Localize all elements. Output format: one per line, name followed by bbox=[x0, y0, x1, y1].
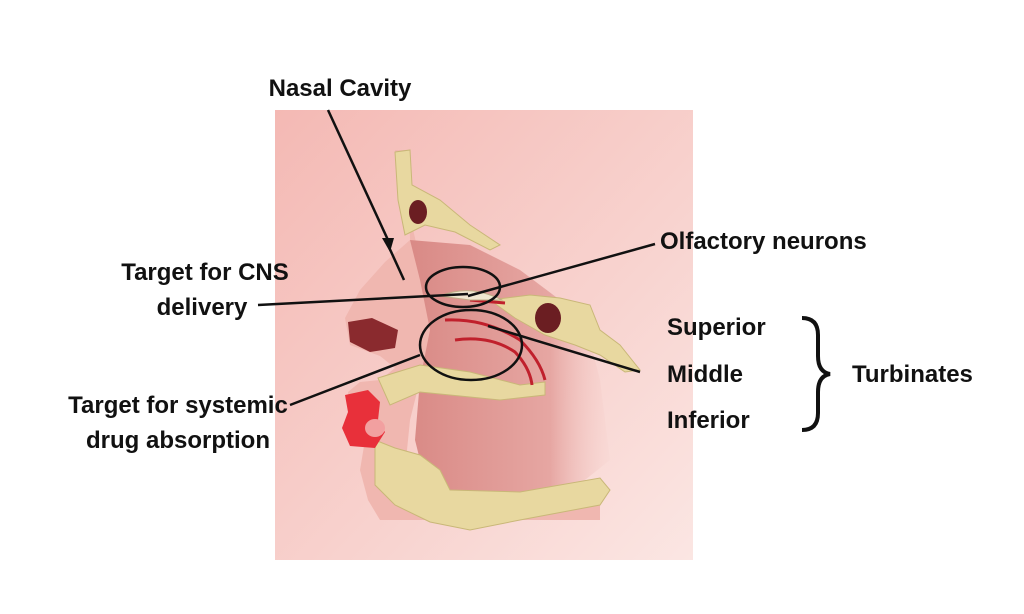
cns-target-label-line1: Target for CNS bbox=[121, 259, 289, 286]
lip-highlight bbox=[365, 419, 385, 437]
nasal-cavity-region-pointer bbox=[386, 244, 406, 281]
annotation-lines bbox=[257, 109, 656, 407]
face-profile bbox=[345, 150, 600, 520]
nasal-cavity-label: Nasal Cavity bbox=[269, 75, 412, 102]
inferior-turbinate-label: Inferior bbox=[667, 407, 750, 434]
frontal-sinus bbox=[409, 200, 427, 224]
turbinates-label: Turbinates bbox=[852, 361, 973, 388]
nasal-cavity-pointer bbox=[326, 109, 390, 241]
turbinates-brace bbox=[801, 316, 831, 432]
systemic-pointer bbox=[289, 353, 421, 407]
palate-bone bbox=[377, 364, 546, 406]
superior-turbinate-label: Superior bbox=[667, 314, 766, 341]
frontal-bone bbox=[394, 149, 501, 251]
cns-target-label-line2: delivery bbox=[157, 294, 248, 321]
sphenoid-bone bbox=[488, 294, 641, 373]
sphenoid-sinus bbox=[535, 303, 561, 333]
olfactory-neurons-label: Olfactory neurons bbox=[660, 228, 867, 255]
systemic-target-label-line2: drug absorption bbox=[86, 427, 270, 454]
jaw-bone bbox=[374, 439, 611, 531]
turbinate-pointer bbox=[487, 324, 641, 374]
systemic-target-label-line1: Target for systemic bbox=[68, 392, 288, 419]
cns-pointer bbox=[257, 292, 469, 307]
nostril bbox=[348, 318, 398, 352]
middle-turbinate-label: Middle bbox=[667, 361, 743, 388]
systemic-target-ellipse bbox=[418, 308, 524, 382]
cns-target-ellipse bbox=[424, 265, 502, 309]
anatomy-illustration bbox=[275, 110, 693, 560]
